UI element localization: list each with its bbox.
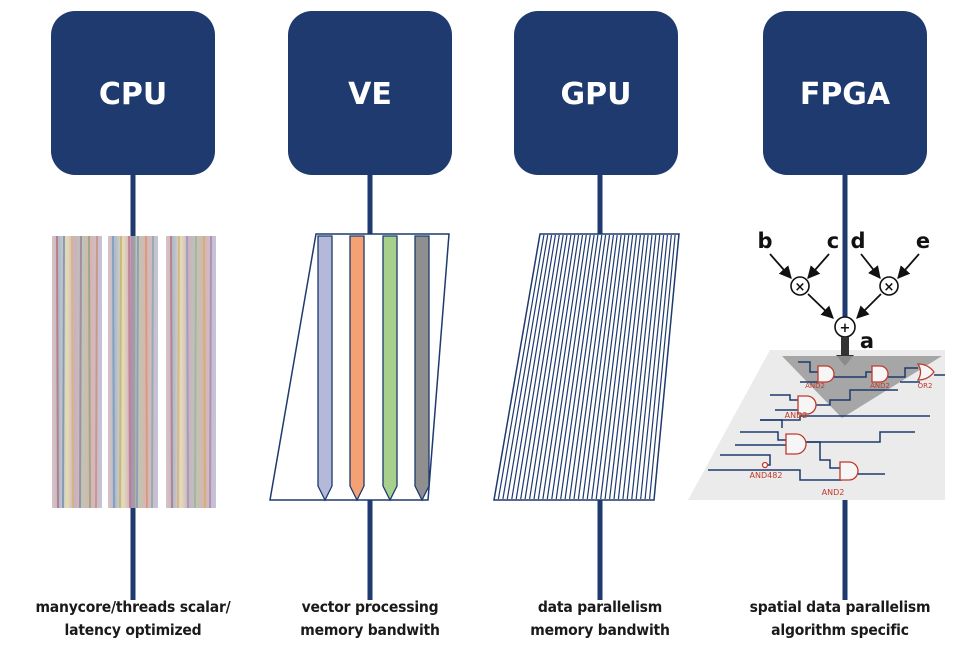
gate-and2-4: [839, 461, 859, 481]
gate-and2-1: [817, 365, 835, 383]
ve-vector-unit: [269, 233, 450, 502]
add-node: +: [834, 316, 856, 338]
gate-and2-3: [797, 395, 817, 415]
ve-box: VE: [288, 11, 452, 175]
gpu-lane: [600, 234, 634, 500]
gpu-lane: [586, 234, 622, 500]
gpu-lane: [542, 234, 584, 500]
cpu-box: CPU: [51, 11, 215, 175]
cpu-caption-line2: latency optimized: [64, 621, 202, 639]
cpu-caption-line1: manycore/threads scalar/: [35, 598, 231, 616]
input-d-label: d: [850, 229, 865, 253]
gpu-caption: data parallelism memory bandwith: [480, 596, 720, 642]
cpu-caption: manycore/threads scalar/ latency optimiz…: [13, 596, 253, 642]
input-c-label: c: [827, 229, 839, 253]
gpu-lane: [649, 234, 676, 500]
gate-and482: [785, 433, 807, 455]
gpu-parallel-lanes: [493, 233, 680, 501]
gpu-lane: [524, 234, 568, 500]
gate-label-4: AND2: [785, 411, 808, 420]
gpu-caption-line1: data parallelism: [537, 598, 663, 616]
gate-label-5: AND482: [750, 471, 783, 480]
gpu-lane: [635, 234, 665, 500]
fpga-dataflow: b c d e × × + a: [757, 229, 930, 353]
gpu-lane: [577, 234, 614, 500]
gate-label-6: AND2: [822, 488, 845, 497]
fpga-caption-line1: spatial data parallelism: [749, 598, 931, 616]
gpu-lane: [626, 234, 657, 500]
svg-text:×: ×: [884, 280, 895, 295]
fpga-caption-line2: algorithm specific: [771, 621, 909, 639]
gpu-lane: [644, 234, 672, 500]
gpu-lane: [640, 234, 668, 500]
gpu-box: GPU: [514, 11, 678, 175]
gpu-lane: [529, 234, 572, 500]
gpu-lane: [631, 234, 661, 500]
ve-lane-purple: [317, 235, 333, 502]
svg-text:×: ×: [795, 280, 806, 295]
gpu-lane: [533, 234, 576, 500]
fpga-label: FPGA: [800, 77, 891, 112]
gpu-lane: [573, 234, 611, 500]
gpu-lane: [560, 234, 599, 500]
gate-label-1: AND2: [805, 382, 825, 390]
fpga-caption: spatial data parallelism algorithm speci…: [720, 596, 960, 642]
gpu-lane: [564, 234, 603, 500]
gpu-lane: [551, 234, 591, 500]
ve-caption-line2: memory bandwith: [300, 621, 440, 639]
gate-label-3: OR2: [918, 382, 933, 390]
gpu-lane: [497, 234, 545, 500]
gpu-lane: [582, 234, 618, 500]
gpu-lane: [591, 234, 626, 500]
ve-caption-line1: vector processing: [301, 598, 439, 616]
output-a-label: a: [860, 329, 874, 353]
cpu-thread-strips: [52, 235, 216, 509]
fpga-circuit: AND2 AND2 OR2 AND2 AND482 AND2: [688, 337, 945, 500]
input-e-label: e: [916, 229, 930, 253]
gate-or2: [916, 363, 935, 381]
gpu-lane: [502, 234, 549, 500]
gpu-lane: [617, 234, 649, 500]
ve-caption: vector processing memory bandwith: [250, 596, 490, 642]
gpu-lane: [511, 234, 556, 500]
gpu-lane: [546, 234, 587, 500]
ve-label: VE: [348, 77, 392, 112]
multiply-node-left: ×: [790, 276, 810, 296]
gate-and2-2: [871, 365, 889, 383]
svg-text:+: +: [840, 321, 851, 336]
input-b-label: b: [757, 229, 772, 253]
gpu-caption-line2: memory bandwith: [530, 621, 670, 639]
ve-lane-gray: [414, 235, 430, 502]
gpu-lane: [613, 234, 645, 500]
gpu-label: GPU: [561, 77, 632, 112]
gpu-lane: [515, 234, 560, 500]
gpu-lane: [595, 234, 630, 500]
gpu-lane: [569, 234, 607, 500]
gpu-lane: [506, 234, 553, 500]
ve-lane-orange: [349, 235, 365, 502]
ve-lane-green: [382, 235, 398, 502]
gate-label-2: AND2: [870, 382, 890, 390]
gpu-lane: [520, 234, 564, 500]
gpu-lane: [604, 234, 638, 500]
gpu-lane: [622, 234, 653, 500]
gpu-lane: [609, 234, 641, 500]
fpga-box: FPGA: [763, 11, 927, 175]
gpu-lane: [555, 234, 595, 500]
multiply-node-right: ×: [879, 276, 899, 296]
cpu-label: CPU: [99, 77, 167, 112]
gpu-lane: [537, 234, 580, 500]
